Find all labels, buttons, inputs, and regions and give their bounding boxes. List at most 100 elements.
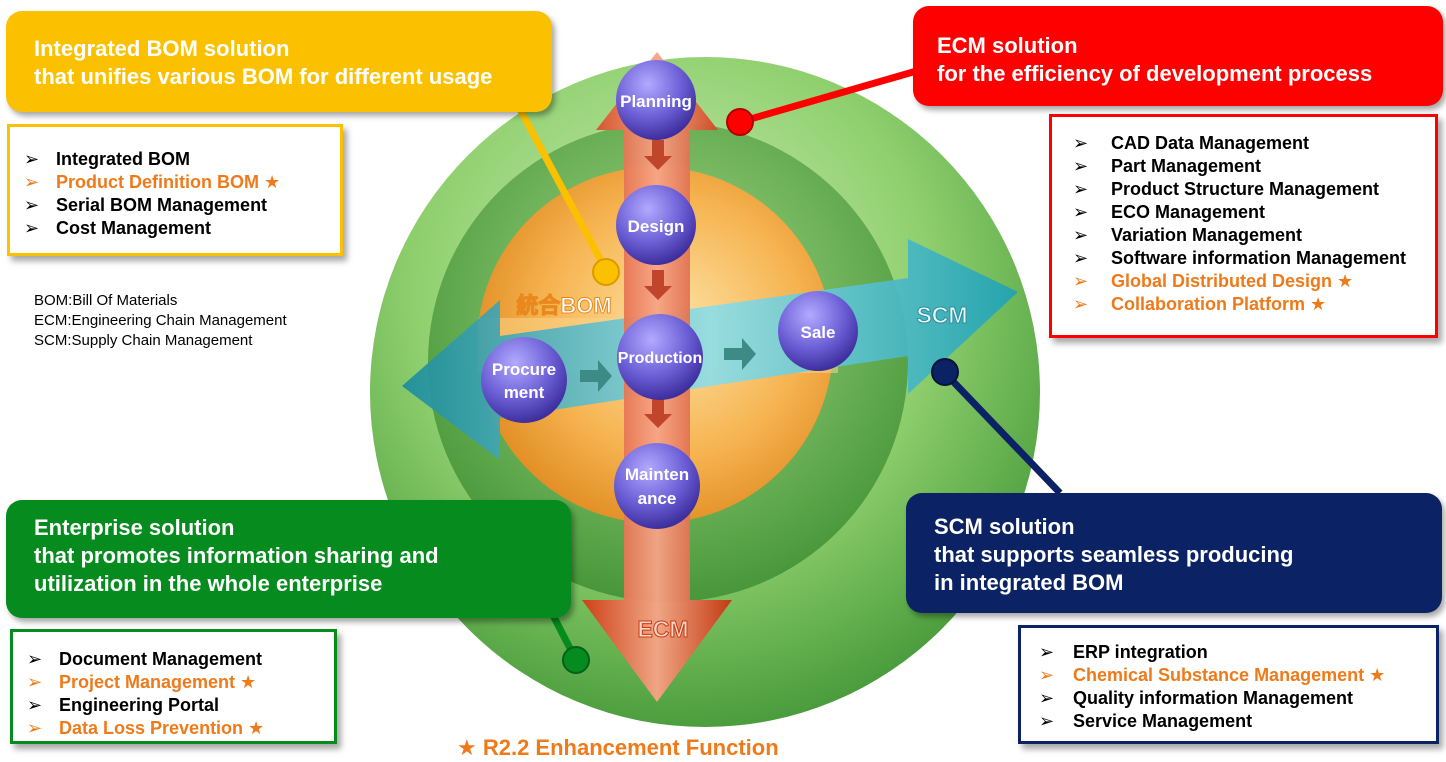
enterprise-header-line1: Enterprise solution	[34, 515, 235, 540]
bom-solution-header: Integrated BOM solution that unifies var…	[6, 11, 552, 112]
scm-connector-dot	[931, 358, 959, 386]
list-item-label: ERP integration	[1073, 642, 1208, 662]
bullet-arrow-icon: ➢	[1039, 665, 1055, 685]
bullet-arrow-icon: ➢	[1073, 202, 1089, 222]
list-item-enhanced: ➢Global Distributed Design ★	[1052, 270, 1435, 293]
list-item-label: Serial BOM Management	[56, 195, 268, 215]
list-item: ➢ Software information Management	[1052, 247, 1435, 270]
list-item-enhanced: ➢Project Management ★	[13, 671, 334, 694]
ecm-header-line2: for the efficiency of development proces…	[937, 61, 1373, 86]
list-item: ➢ Cost Management	[10, 217, 340, 240]
scm-header-line2: that supports seamless producing	[934, 542, 1294, 567]
list-item: ➢ Product Structure Management	[1052, 178, 1435, 201]
bullet-arrow-icon: ➢	[1039, 688, 1055, 708]
bullet-arrow-icon: ➢	[24, 218, 40, 238]
bullet-arrow-icon: ➢	[27, 649, 43, 669]
node-maintenance-label-2: ance	[638, 489, 677, 508]
bullet-arrow-icon: ➢	[1073, 294, 1089, 314]
node-sale: Sale	[778, 291, 858, 371]
list-item-label: Quality information Management	[1073, 688, 1354, 708]
list-item-label: Part Management	[1111, 156, 1262, 176]
list-item: ➢Serial BOM Management	[10, 194, 340, 217]
abbrev-bom: BOM:Bill Of Materials	[34, 292, 178, 309]
bullet-arrow-icon: ➢	[1073, 248, 1089, 268]
list-item-label: Data Loss Prevention ★	[59, 718, 265, 738]
list-item: ➢ Integrated BOM	[10, 148, 340, 171]
bullet-arrow-icon: ➢	[1073, 156, 1089, 176]
list-item-enhanced: ➢ Collaboration Platform ★	[1052, 293, 1435, 316]
list-item: ➢ Quality information Management	[1021, 687, 1436, 710]
list-item-label: Collaboration Platform ★	[1111, 294, 1327, 314]
bullet-arrow-icon: ➢	[27, 672, 43, 692]
enterprise-feature-list: ➢ Document Management ➢Project Management…	[10, 629, 337, 744]
list-item: ➢ Part Management	[1052, 155, 1435, 178]
list-item: ➢ Document Management	[13, 648, 334, 671]
list-item: ➢ ECO Management	[1052, 201, 1435, 224]
list-item-enhanced: ➢Product Definition BOM ★	[10, 171, 340, 194]
bullet-arrow-icon: ➢	[27, 695, 43, 715]
node-production: Production	[617, 314, 703, 400]
node-procurement-label-1: Procure	[492, 360, 556, 379]
list-item: ➢ ERP integration	[1021, 641, 1436, 664]
bom-header-line1: Integrated BOM solution	[34, 36, 290, 61]
enterprise-header-line2: that promotes information sharing and	[34, 543, 439, 568]
flow-arrows-vertical	[644, 140, 672, 428]
bullet-arrow-icon: ➢	[24, 172, 40, 192]
bullet-arrow-icon: ➢	[27, 718, 43, 738]
enhancement-note: ★ R2.2 Enhancement Function	[457, 735, 779, 760]
ecm-solution-header: ECM solution for the efficiency of devel…	[913, 6, 1443, 106]
bullet-arrow-icon: ➢	[24, 149, 40, 169]
node-design: Design	[616, 185, 696, 265]
abbreviation-legend: BOM:Bill Of Materials ECM:Engineering Ch…	[34, 291, 287, 351]
list-item-label: Software information Management	[1111, 248, 1407, 268]
abbrev-ecm: ECM:Engineering Chain Management	[34, 312, 287, 329]
node-planning-label: Planning	[620, 92, 692, 111]
scm-header-line1: SCM solution	[934, 514, 1075, 539]
node-procurement-label-2: ment	[504, 383, 545, 402]
list-item-label: Service Management	[1073, 711, 1253, 731]
bom-connector	[511, 98, 610, 272]
list-item-label: Chemical Substance Management ★	[1073, 665, 1386, 685]
bom-feature-list: ➢ Integrated BOM ➢Product Definition BOM …	[7, 124, 343, 256]
node-procurement: Procure ment	[481, 337, 567, 423]
list-item-enhanced: ➢ Chemical Substance Management ★	[1021, 664, 1436, 687]
scm-header-line3: in integrated BOM	[934, 570, 1124, 595]
bullet-arrow-icon: ➢	[1073, 225, 1089, 245]
list-item: ➢ Engineering Portal	[13, 694, 334, 717]
scm-label: SCM	[916, 302, 967, 328]
node-production-label: Production	[618, 350, 702, 367]
list-item-label: CAD Data Management	[1111, 133, 1310, 153]
ecm-feature-list: ➢ CAD Data Management ➢ Part Management ➢ P…	[1049, 114, 1438, 338]
list-item-label: Cost Management	[56, 218, 212, 238]
list-item: ➢ CAD Data Management	[1052, 132, 1435, 155]
abbrev-scm: SCM:Supply Chain Management	[34, 332, 253, 349]
list-item-label: Integrated BOM	[56, 149, 191, 169]
list-item-label: Document Management	[59, 649, 263, 669]
list-item-label: Product Structure Management	[1111, 179, 1380, 199]
enterprise-header-line3: utilization in the whole enterprise	[34, 571, 383, 596]
bullet-arrow-icon: ➢	[1039, 711, 1055, 731]
enterprise-solution-header: Enterprise solution that promotes inform…	[6, 500, 571, 618]
bullet-arrow-icon: ➢	[1073, 133, 1089, 153]
node-maintenance-label-1: Mainten	[625, 465, 689, 484]
list-item-label: Engineering Portal	[59, 695, 220, 715]
list-item-label: ECO Management	[1111, 202, 1266, 222]
ecm-connector	[739, 66, 921, 126]
scm-connector	[942, 370, 1063, 496]
ecm-header-line1: ECM solution	[937, 33, 1078, 58]
node-design-label: Design	[628, 217, 685, 236]
integrated-bom-label: 統合BOM	[516, 293, 611, 318]
ecm-label: ECM	[637, 616, 688, 642]
node-planning: Planning	[616, 60, 696, 140]
bullet-arrow-icon: ➢	[1039, 642, 1055, 662]
list-item-label: Global Distributed Design ★	[1111, 271, 1354, 291]
node-sale-label: Sale	[801, 323, 836, 342]
list-item-label: Variation Management	[1111, 225, 1303, 245]
bom-connector-dot	[592, 258, 620, 286]
list-item: ➢ Variation Management	[1052, 224, 1435, 247]
list-item: ➢ Service Management	[1021, 710, 1436, 733]
enterprise-connector-dot	[562, 646, 590, 674]
bullet-arrow-icon: ➢	[1073, 179, 1089, 199]
list-item-enhanced: ➢ Data Loss Prevention ★	[13, 717, 334, 740]
bom-header-line2: that unifies various BOM for different u…	[34, 64, 493, 89]
